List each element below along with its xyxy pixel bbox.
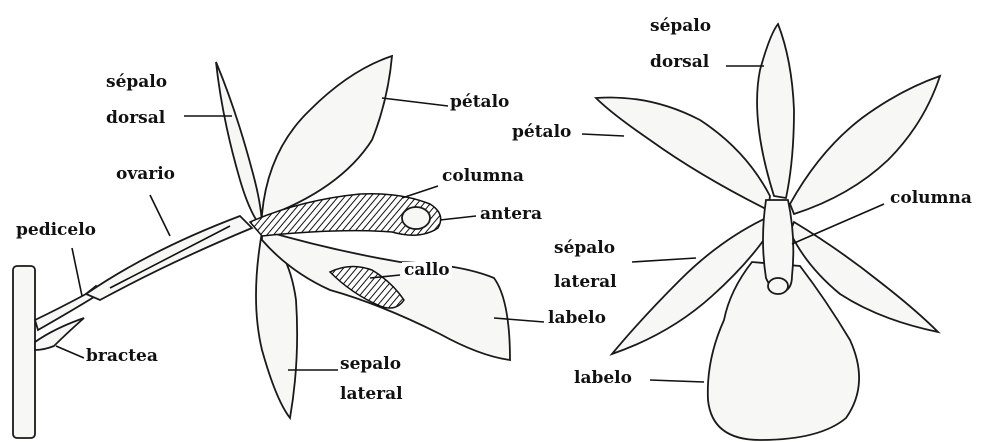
dorsal-sepal: [216, 62, 262, 228]
label-bract: bractea: [84, 348, 160, 365]
label-left-column: columna: [440, 168, 526, 185]
label-left-dorsal-sepal-2: dorsal: [104, 110, 167, 127]
side-view-flower: [13, 56, 510, 438]
label-right-column: columna: [888, 190, 974, 207]
label-pedicel: pedicelo: [14, 222, 98, 239]
label-ovary: ovario: [114, 166, 177, 183]
label-anther: antera: [478, 206, 544, 223]
dorsal-sepal-front: [757, 24, 794, 198]
stem: [13, 266, 35, 438]
label-right-lateral-sepal-1: sépalo: [552, 240, 617, 257]
label-right-petal: pétalo: [510, 124, 573, 141]
label-left-labellum: labelo: [546, 310, 608, 327]
petal-left: [596, 97, 770, 210]
label-left-dorsal-sepal-1: sépalo: [104, 74, 169, 91]
label-callus: callo: [402, 262, 452, 279]
label-right-dorsal-sepal-1: sépalo: [648, 18, 713, 35]
label-right-labellum: labelo: [572, 370, 634, 387]
label-left-lateral-sepal-2: lateral: [338, 386, 405, 403]
label-left-lateral-sepal-1: sepalo: [338, 356, 403, 373]
label-left-petal: pétalo: [448, 94, 511, 111]
label-right-lateral-sepal-2: lateral: [552, 274, 619, 291]
front-view-flower: [596, 24, 940, 440]
label-right-dorsal-sepal-2: dorsal: [648, 54, 711, 71]
anther: [402, 207, 430, 229]
